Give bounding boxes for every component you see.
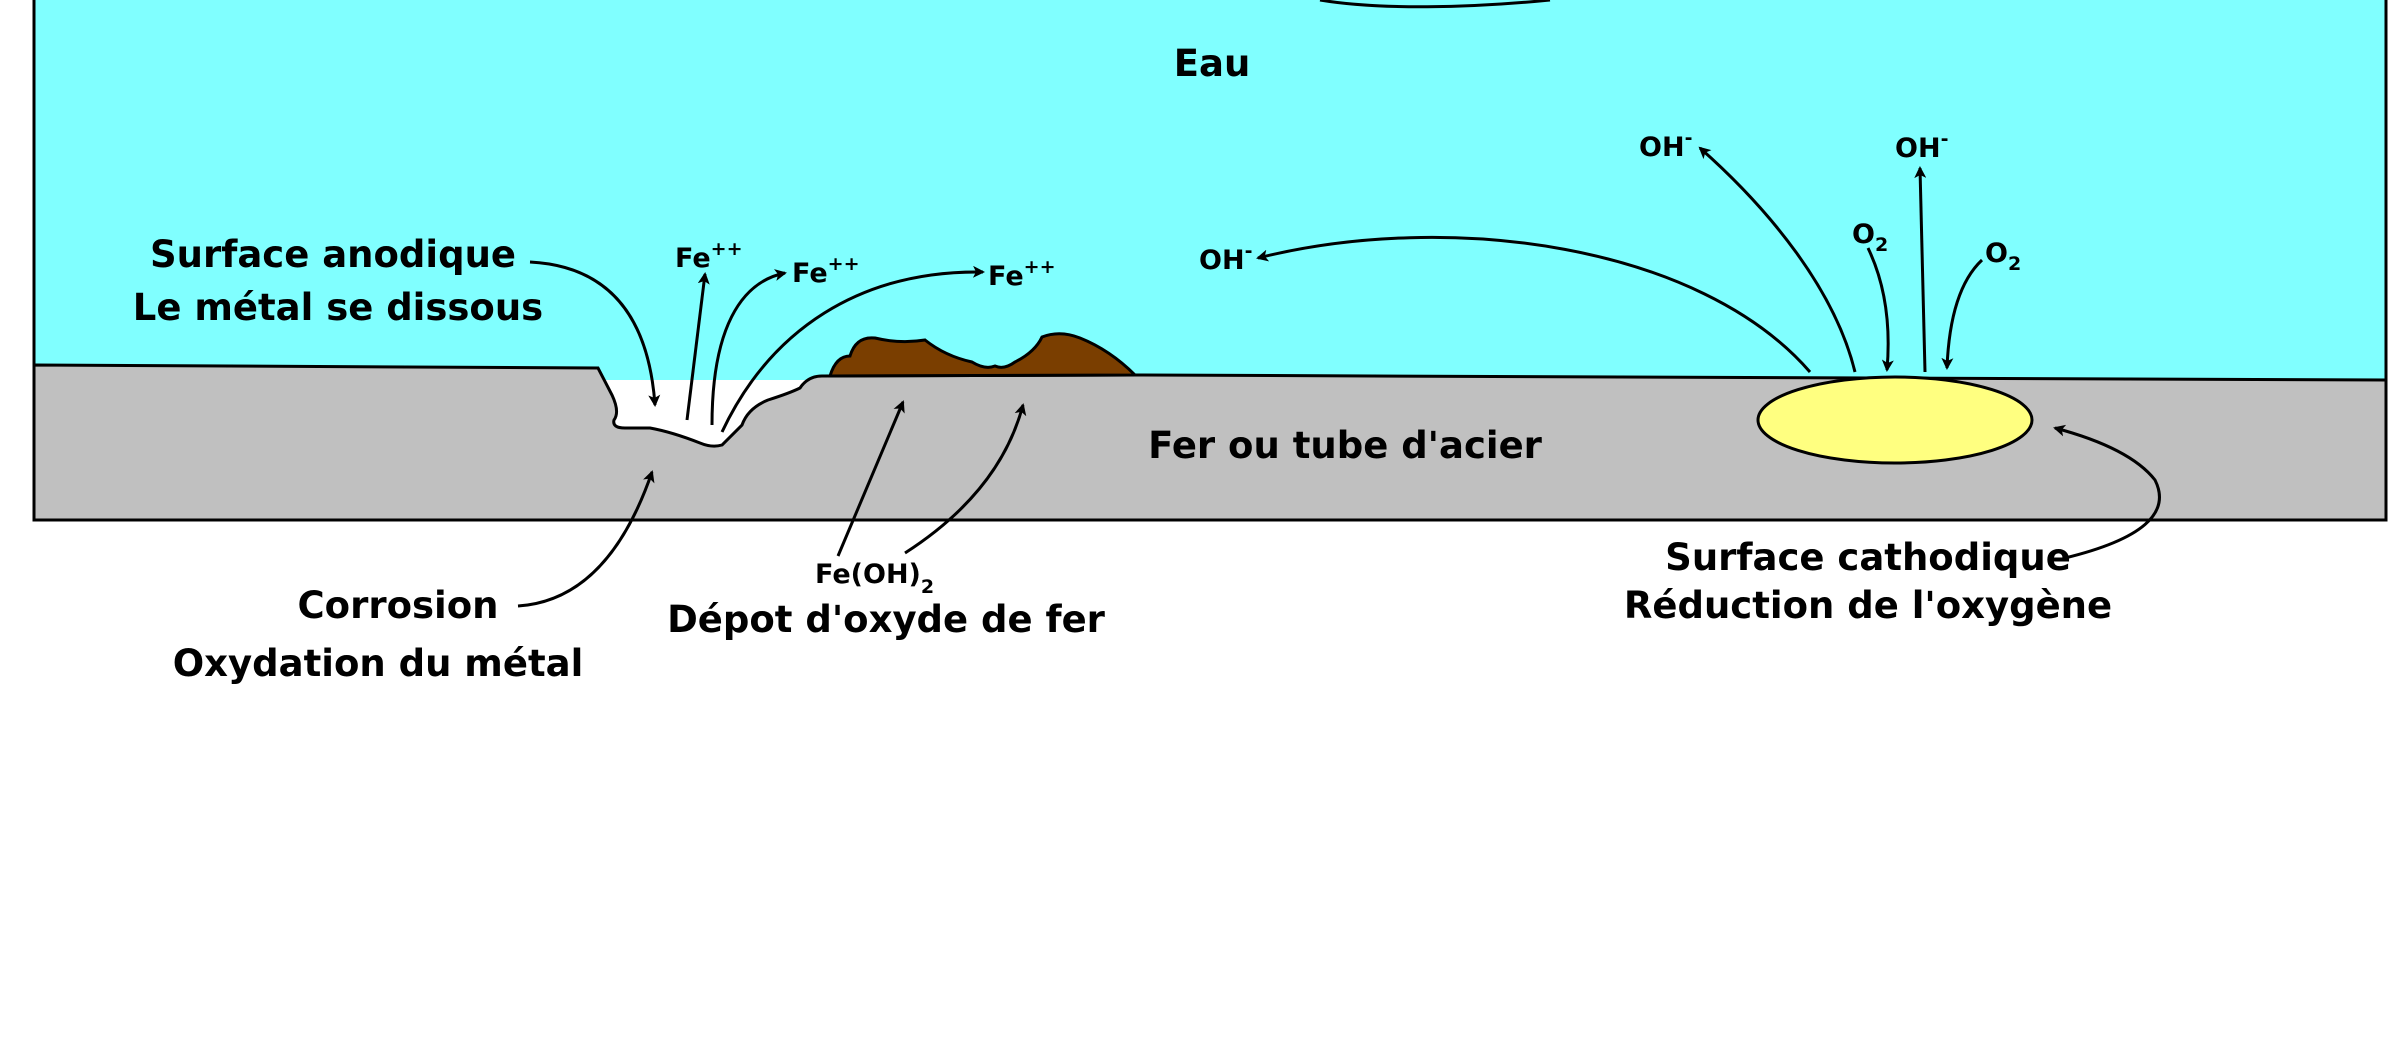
oh-ion-label-mid: OH- [1639,127,1692,163]
corrosion-label-line1: Corrosion [298,584,499,627]
corrosion-arrow [517,470,655,608]
oh-ion-label-right: OH- [1895,128,1948,164]
o2-label-1: O2 [1852,219,1888,256]
water-region [34,0,2386,380]
fe-arrow-3 [720,265,985,433]
cathodic-zone [1756,375,2034,465]
oh-arrow-up [1914,166,1927,373]
fe-arrow-2 [710,269,787,426]
anodic-label-line2: Le métal se dissous [133,286,543,329]
anodic-label-line1: Surface anodique [150,233,516,276]
rust-deposit [827,332,1139,378]
o2-arrow-2 [1941,258,1984,370]
feoh-arrow-2 [904,403,1027,555]
top-water-wave [1319,0,1551,9]
fe-ion-label-3: Fe++ [988,256,1056,292]
cathodic-label-line2: Réduction de l'oxygène [1624,584,2112,627]
fe-ion-label-1: Fe++ [675,238,743,274]
oh-arrow-up-left [1698,146,1857,373]
corrosion-label-line2: Oxydation du métal [173,642,584,685]
feoh2-label: Fe(OH)2 [815,559,934,598]
fe-arrow-1 [685,272,710,421]
fe-ion-label-2: Fe++ [792,253,860,289]
oh-arrow-left [1256,235,1812,373]
cathodic-label-line1: Surface cathodique [1665,536,2071,579]
o2-label-2: O2 [1985,238,2021,275]
o2-arrow-1 [1866,247,1894,372]
cathodic-arrow [2053,424,2161,560]
feoh-arrow-1 [836,400,905,557]
oh-ion-label-left: OH- [1199,240,1252,276]
deposit-label: Dépot d'oxyde de fer [667,598,1106,641]
anodic-arrow [529,260,661,407]
metal-label: Fer ou tube d'acier [1148,424,1543,467]
water-label: Eau [1174,42,1251,85]
